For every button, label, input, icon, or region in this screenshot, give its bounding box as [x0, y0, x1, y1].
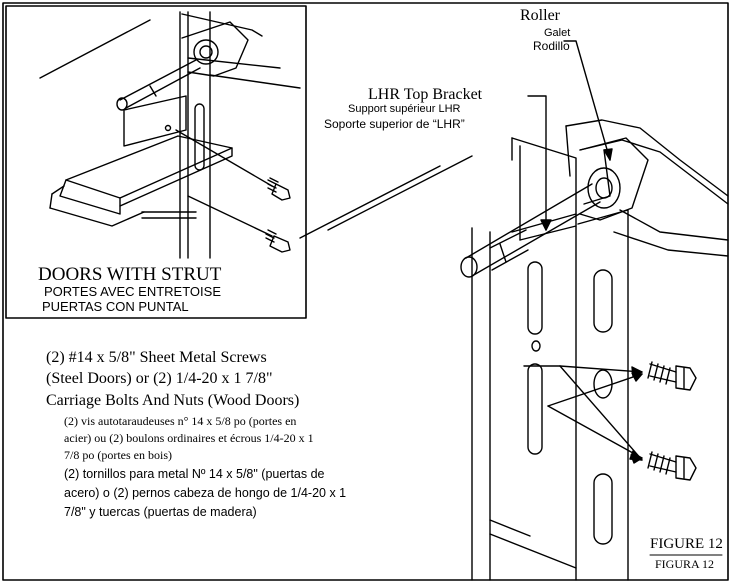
- roller-label-es: Rodillo: [533, 39, 570, 53]
- fastener-es-line-3: 7/8" y tuercas (puertas de madera): [64, 505, 257, 519]
- fastener-en-line-2: (Steel Doors) or (2) 1/4-20 x 1 7/8": [46, 370, 273, 387]
- roller-label-en: Roller: [520, 7, 560, 24]
- inset-title-es: PUERTAS CON PUNTAL: [42, 299, 189, 314]
- inset-bolt-1: [267, 177, 291, 201]
- roller-label-fr: Galet: [544, 27, 571, 39]
- fastener-en-line-1: (2) #14 x 5/8" Sheet Metal Screws: [46, 349, 267, 366]
- screw-top: [647, 361, 697, 391]
- fastener-es-line-1: (2) tornillos para metal Nº 14 x 5/8" (p…: [64, 467, 325, 481]
- inset-drawing: [5, 5, 307, 319]
- bracket-label-fr: Support supérieur LHR: [348, 103, 461, 115]
- fastener-es-line-2: acero) o (2) pernos cabeza de hongo de 1…: [64, 486, 347, 500]
- inset-bolt-2: [265, 229, 291, 253]
- screw-bottom: [647, 451, 697, 481]
- bracket-label-en: LHR Top Bracket: [368, 86, 483, 103]
- inset-title-en: DOORS WITH STRUT: [38, 264, 222, 285]
- fastener-fr-line-1: (2) vis autotaraudeuses n° 14 x 5/8 po (…: [64, 414, 297, 428]
- main-drawing: [299, 40, 729, 581]
- inset-border: [5, 5, 307, 319]
- bracket-label-es: Soporte superior de “LHR”: [324, 117, 465, 131]
- fastener-en-line-3: Carriage Bolts And Nuts (Wood Doors): [46, 392, 300, 409]
- figure-label-en: FIGURE 12: [650, 536, 723, 552]
- leader-screw-top: [559, 365, 643, 373]
- figure-label-es: FIGURA 12: [655, 557, 715, 571]
- fastener-fr-line-2: acier) ou (2) boulons ordinaires et écro…: [64, 431, 314, 445]
- inset-title-fr: PORTES AVEC ENTRETOISE: [44, 284, 221, 299]
- fastener-fr-line-3: 7/8 po (portes en bois): [64, 448, 172, 462]
- leader-screw-bottom: [559, 365, 643, 461]
